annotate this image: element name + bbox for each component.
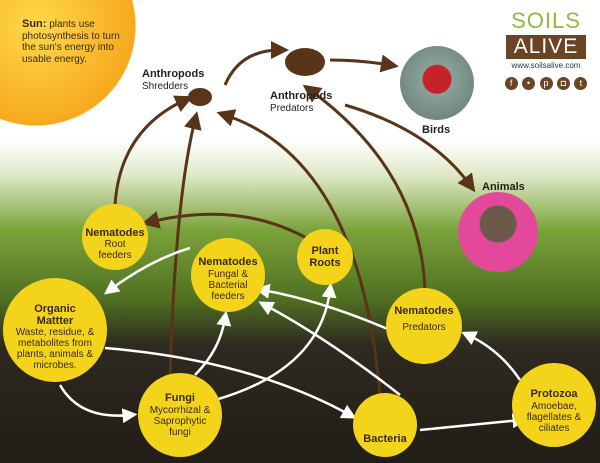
sun-desc: plants use photosynthesis to turn the su… <box>22 19 120 65</box>
facebook-icon[interactable]: f <box>504 77 518 90</box>
bacteria-title: Bacteria <box>363 432 407 445</box>
logo-alive: ALIVE <box>506 35 586 59</box>
social-icons: f • p ◘ t <box>502 73 590 91</box>
animals-title: Animals <box>482 181 525 193</box>
logo-soils: SOILS <box>511 8 581 33</box>
arrow-organic-fungi <box>58 384 138 424</box>
arrow-fungi-shredders <box>168 111 202 381</box>
plant-roots-title: Plant Roots <box>309 244 341 269</box>
arrow-bacteria-protozoa <box>419 413 528 432</box>
instagram-icon[interactable]: ◘ <box>556 77 570 90</box>
sun-text: Sun: plants use photosynthesis to turn t… <box>22 18 122 65</box>
sun <box>0 0 136 126</box>
predators-title: Anthropods <box>270 90 333 102</box>
arrow-rootfeeders-shredders <box>113 95 194 206</box>
predators-sub: Predators <box>270 102 314 114</box>
pinterest-icon[interactable]: p <box>539 77 553 90</box>
fb-feeders-sub: Fungal & Bacterial feeders <box>207 268 249 302</box>
arrow-roots-rootfeeders <box>141 211 311 242</box>
root-feeders-sub: Root feeders <box>98 239 132 262</box>
birds-label: Birds <box>422 124 450 137</box>
arrow-organic-bacteria <box>104 346 357 419</box>
node-bacteria: Bacteria <box>353 393 417 457</box>
organic-sub: Waste, residue, & metabolites from plant… <box>15 327 95 372</box>
sun-title: Sun: <box>22 18 47 30</box>
arrow-bacteria-shredders <box>216 109 382 396</box>
bird-image <box>400 46 474 120</box>
node-plant-roots: Plant Roots <box>297 229 353 285</box>
animals-label: Animals <box>482 181 525 194</box>
nem-predators-sub: Predators <box>402 321 446 333</box>
logo: SOILS ALIVE www.soilsalive.com f • p ◘ t <box>502 8 590 91</box>
fungi-sub: Mycorrhizal & Saprophytic fungi <box>149 404 211 438</box>
root-feeders-title: Nematodes <box>85 226 145 239</box>
organic-title: Organic Mattter <box>34 302 76 327</box>
mole-image <box>458 192 538 272</box>
arrow-predators-birds <box>329 54 399 73</box>
arrow-nempred-predators <box>302 84 427 291</box>
nem-predators-title: Nematodes <box>394 305 454 318</box>
twitter-icon[interactable]: t <box>574 77 588 90</box>
arrow-fbfeeders-organic <box>103 246 191 295</box>
shredder-bug-icon <box>188 88 212 106</box>
arrow-predators-animals <box>344 103 476 193</box>
flickr-icon[interactable]: • <box>522 77 536 90</box>
fungi-title: Fungi <box>165 392 195 405</box>
arrow-fungi-fbfeeders <box>194 310 232 376</box>
arrow-bacteria-fbfeeders <box>258 301 401 396</box>
protozoa-sub: Amoebae, flagellates & ciliates <box>526 400 582 434</box>
arrow-protozoa-nempred <box>461 331 522 381</box>
logo-url[interactable]: www.soilsalive.com <box>511 61 581 70</box>
fb-feeders-title: Nematodes <box>198 256 258 269</box>
shredders-title: Anthropods <box>142 68 205 80</box>
birds-title: Birds <box>422 124 451 136</box>
protozoa-title: Protozoa <box>530 388 578 401</box>
shredders-sub: Shredders <box>142 80 189 92</box>
predator-bug-icon <box>285 48 325 76</box>
arrow-nempred-fbfeeders <box>254 283 391 332</box>
arrow-fungi-roots <box>214 282 337 402</box>
arrow-shredders-predators <box>223 41 289 86</box>
